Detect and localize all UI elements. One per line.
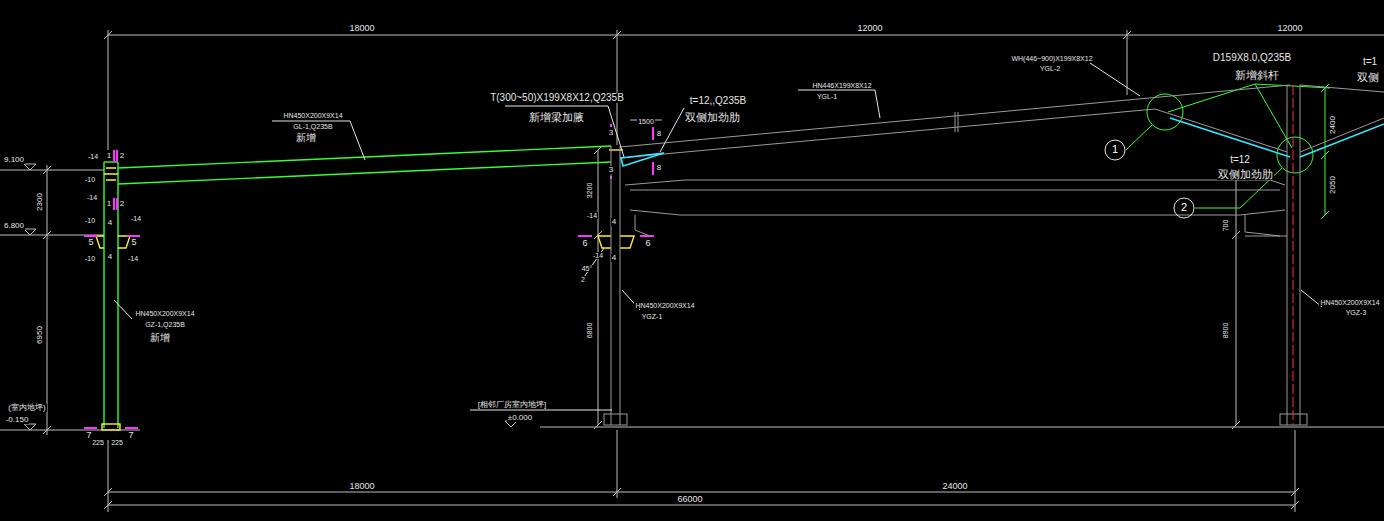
drawing-label: 2300 xyxy=(36,192,44,212)
drawing-label: t=12,,Q235B xyxy=(689,96,747,106)
drawing-label: -10 xyxy=(84,255,96,262)
new-steel xyxy=(104,146,611,428)
drawing-label: YGL-1 xyxy=(816,93,838,100)
drawing-label: YGZ-3 xyxy=(1345,309,1368,316)
drawing-label: 3 xyxy=(608,166,614,174)
drawing-label: 18000 xyxy=(348,482,375,491)
drawing-label: t=12 xyxy=(1229,155,1251,165)
drawing-label: 2 xyxy=(119,152,125,160)
drawing-label: 6950 xyxy=(36,325,44,345)
drawing-label: WH(446~900)X199X8X12 xyxy=(1010,55,1093,62)
drawing-label: 45° xyxy=(581,265,594,272)
drawing-label: 7 xyxy=(85,431,92,440)
drawing-label: 5 xyxy=(130,238,137,247)
drawing-label: 1500 xyxy=(637,118,655,125)
section-marks xyxy=(84,124,654,428)
drawing-label: 4 xyxy=(107,253,113,261)
drawing-label: 8 xyxy=(656,164,662,172)
drawing-label: YGL-2 xyxy=(1039,65,1061,72)
drawing-label: (室内地坪) xyxy=(7,404,46,412)
drawing-label: -14 xyxy=(86,194,98,201)
callout-circle: 2 xyxy=(1173,197,1195,219)
drawing-label: ±0.000 xyxy=(507,414,533,422)
drawing-label: 双侧加劲肋 xyxy=(1217,169,1274,180)
drawing-label: 双侧加劲肋 xyxy=(684,112,741,123)
drawing-label: HN450X200X9X14 xyxy=(1319,299,1380,306)
drawing-label: 7 xyxy=(127,431,134,440)
new-members xyxy=(621,118,1384,166)
drawing-label: 6.800 xyxy=(3,222,25,230)
drawing-label: -14 xyxy=(87,153,99,160)
drawing-label: 3 xyxy=(608,129,614,137)
drawing-label: 225 xyxy=(91,439,105,446)
drawing-label: GL-1,Q235B xyxy=(292,123,333,130)
drawing-label: 1 xyxy=(106,200,112,208)
drawing-label: 新增 xyxy=(149,333,171,343)
drawing-label: 9.100 xyxy=(3,156,25,164)
callout-ring xyxy=(1174,198,1194,218)
drawing-label: t=1 xyxy=(1362,57,1378,67)
drawing-label: 新增斜杆 xyxy=(1234,70,1280,81)
drawing-label: 12000 xyxy=(856,24,883,33)
drawing-label: 2400 xyxy=(1329,115,1337,135)
drawing-label: HN450X200X9X14 xyxy=(634,302,695,309)
drawing-label: 5 xyxy=(87,238,94,247)
drawing-label: 6 xyxy=(644,239,651,248)
drawing-label: 2 xyxy=(580,276,586,283)
drawing-label: -10 xyxy=(84,217,96,224)
drawing-label: -10 xyxy=(84,176,96,183)
drawing-label: 225 xyxy=(110,439,124,446)
callout-number: 1 xyxy=(1104,144,1126,155)
drawing-label: 24000 xyxy=(941,482,968,491)
leader-lines xyxy=(114,63,1322,410)
drawing-label: YGZ-1 xyxy=(641,313,664,320)
drawing-label: 8900 xyxy=(1222,321,1229,339)
leader-lines xyxy=(1126,84,1330,219)
drawing-label: HN446X199X8X12 xyxy=(811,82,872,89)
drawing-label: 2 xyxy=(119,200,125,208)
drawing-label: 新增 xyxy=(295,133,317,143)
drawing-label: 700 xyxy=(1223,218,1230,232)
drawing-label: 3200 xyxy=(586,181,593,199)
drawing-label: 6800 xyxy=(586,321,593,339)
dimension-lines xyxy=(0,30,1384,512)
drawing-label: 双侧 xyxy=(1356,72,1380,83)
drawing-label: 2050 xyxy=(1329,175,1337,195)
drawing-label: 6 xyxy=(581,239,588,248)
drawing-label: HN450X200X9X14 xyxy=(282,112,343,119)
drawing-label: -0.150 xyxy=(5,416,30,424)
drawing-label: [相邻厂房室内地坪] xyxy=(477,401,547,409)
drawing-label: -14 xyxy=(592,252,604,259)
callout-ring xyxy=(1105,140,1125,160)
center-line xyxy=(1293,85,1294,425)
drawing-label: T(300~50)X199X8X12,Q235B xyxy=(489,93,625,103)
drawing-label: D159X8.0,Q235B xyxy=(1212,53,1292,63)
drawing-label: 新增梁加腋 xyxy=(528,112,585,123)
drawing-label: 8 xyxy=(656,130,662,138)
drawing-label: 1 xyxy=(106,152,112,160)
drawing-label: 4 xyxy=(107,219,113,227)
joint-plates xyxy=(96,150,634,430)
drawing-label: 4 xyxy=(611,254,617,262)
drawing-label: -14 xyxy=(586,212,598,219)
drawing-label: HN450X200X9X14 xyxy=(134,310,195,317)
callout-number: 2 xyxy=(1173,202,1195,213)
drawing-label: 18000 xyxy=(348,24,375,33)
drawing-label: -14 xyxy=(130,215,142,222)
drawing-label: 66000 xyxy=(676,495,703,504)
drawing-label: 12000 xyxy=(1276,24,1303,33)
drawing-label: -14 xyxy=(127,255,139,262)
callout-circle: 1 xyxy=(1104,139,1126,161)
drawing-label: GZ-1,Q235B xyxy=(144,321,186,328)
drawing-label: 4 xyxy=(611,218,617,226)
existing-structure xyxy=(604,85,1384,425)
